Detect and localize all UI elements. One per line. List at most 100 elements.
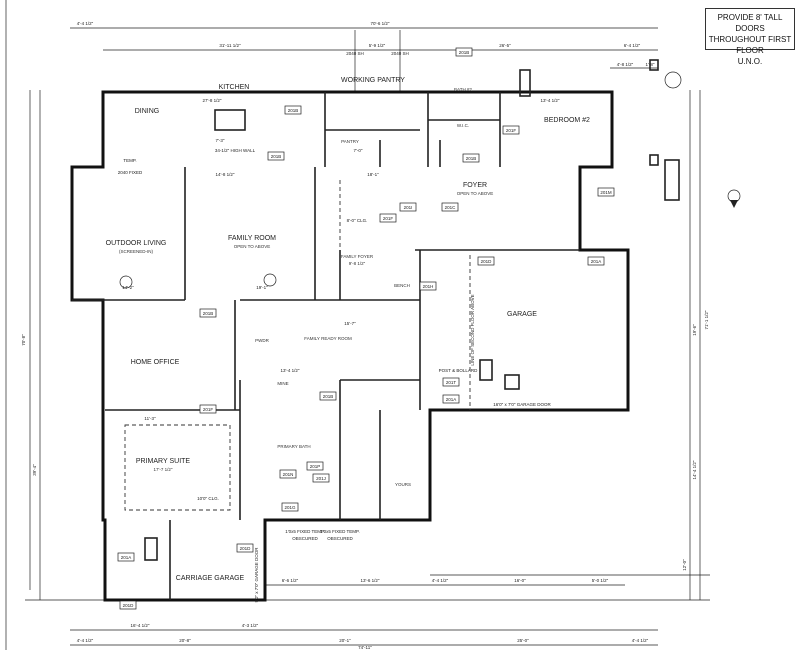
interior-walls xyxy=(72,59,680,600)
door-tag: 201B xyxy=(267,151,285,161)
door-height-note: PROVIDE 8' TALL DOORS THROUGHOUT FIRST F… xyxy=(705,8,795,66)
svg-text:201G: 201G xyxy=(284,505,296,510)
dim-text: 26'-5" xyxy=(499,43,511,48)
dim-text: 4'-4 1/2" xyxy=(77,638,94,643)
door-tag: 201D xyxy=(477,256,495,266)
dim-text: 5'-9 1/2" xyxy=(369,43,386,48)
dim-text: 4'-8 1/2" xyxy=(617,62,634,67)
dim-text: 16'-0" xyxy=(514,578,526,583)
dashed-lines xyxy=(124,180,471,511)
svg-text:201F: 201F xyxy=(506,128,517,133)
section-marker-icon xyxy=(119,275,133,289)
dim-text: 6'-6 1/2" xyxy=(282,578,299,583)
room-labels: DINING KITCHEN WORKING PANTRY PANTRY BAT… xyxy=(106,77,590,582)
door-tag: 201B xyxy=(199,308,217,318)
door-tag: 201B xyxy=(462,153,480,163)
dim-text: 13'-4 1/2" xyxy=(541,98,560,103)
door-tag: 201A xyxy=(117,552,135,562)
ceiling-note: 10'0" CLG. xyxy=(197,496,219,501)
note-line: THROUGHOUT FIRST FLOOR xyxy=(708,35,792,55)
svg-text:201B: 201B xyxy=(323,394,334,399)
dim-text: 71'-1 1/2" xyxy=(704,310,709,329)
door-tag: 201A xyxy=(587,256,605,266)
door-tag: 201B xyxy=(455,47,473,57)
room-dining: DINING xyxy=(135,108,160,115)
post-bollard-note: POST & BOLLARD xyxy=(439,368,478,373)
svg-text:201D: 201D xyxy=(123,603,135,608)
svg-text:201B: 201B xyxy=(466,156,477,161)
dim-text: 4'-3 1/2" xyxy=(242,623,259,628)
svg-text:201F: 201F xyxy=(203,407,214,412)
dim-text: 39'-4" xyxy=(32,464,37,476)
room-primary-suite: PRIMARY SUITE xyxy=(136,458,191,465)
svg-text:201B: 201B xyxy=(271,154,282,159)
door-tag: 201J xyxy=(312,473,330,483)
door-tag: 201F xyxy=(199,404,217,414)
dim-text: 5'-0 1/2" xyxy=(592,578,609,583)
dim-text: 14'-8 1/2" xyxy=(216,172,235,177)
note-line: PROVIDE 8' TALL DOORS xyxy=(717,13,783,33)
section-markers xyxy=(119,71,741,289)
svg-text:201D: 201D xyxy=(240,546,252,551)
room-carriage-garage: CARRIAGE GARAGE xyxy=(176,575,245,582)
door-tags: 201B 201B 201B 201F 201B 201I 201C 201D … xyxy=(117,47,615,610)
dim-text: 20'-8" xyxy=(179,638,191,643)
dim-text: 11'-3" xyxy=(144,416,156,421)
bench-label: BENCH xyxy=(394,283,410,288)
svg-text:201N: 201N xyxy=(283,472,294,477)
section-marker-icon xyxy=(727,189,741,203)
temp-note: TEMP. xyxy=(123,158,136,163)
dim-text: 70'-8" xyxy=(21,334,26,346)
svg-text:201J: 201J xyxy=(316,476,326,481)
room-mine-closet: MINE xyxy=(277,381,288,386)
svg-text:201B: 201B xyxy=(203,311,214,316)
second-floor-line-note: LINE OF SECOND FLOOR ABOVE xyxy=(470,294,475,365)
dim-text: 1'-8" xyxy=(646,62,655,67)
door-tag: 201C xyxy=(441,202,459,212)
section-marker-icon xyxy=(664,71,682,89)
svg-text:201A: 201A xyxy=(446,397,457,402)
svg-text:201H: 201H xyxy=(423,284,434,289)
dim-text: 31'-11 1/2" xyxy=(219,43,241,48)
foyer-subtitle: OPEN TO ABOVE xyxy=(457,191,494,196)
section-marker-icon xyxy=(263,273,277,287)
dim-text: 19'-6" xyxy=(692,324,697,336)
window-note: 2040 SH xyxy=(346,51,364,56)
door-tag: 201D xyxy=(236,543,254,553)
svg-text:201B: 201B xyxy=(288,108,299,113)
door-tag: 201T xyxy=(442,377,460,387)
dim-text: 74'-11" xyxy=(358,645,372,650)
high-wall-note: 34-1/2" HIGH WALL xyxy=(215,148,256,153)
door-tag: 201I xyxy=(399,202,417,212)
dim-text: 19'-1" xyxy=(256,285,268,290)
garage-door-note: 16'0" x 7'0" GARAGE DOOR xyxy=(493,402,551,407)
room-bedroom2: BEDROOM #2 xyxy=(544,117,590,124)
svg-text:201I: 201I xyxy=(404,205,413,210)
dimension-labels: 4'-4 1/2" 70'-6 1/2" 31'-11 1/2" 5'-9 1/… xyxy=(21,21,709,650)
dim-text: 7'-0" xyxy=(354,148,363,153)
svg-text:201P: 201P xyxy=(310,464,321,469)
svg-text:201M: 201M xyxy=(600,190,612,195)
room-primary-bath: PRIMARY BATH xyxy=(277,444,310,449)
svg-text:201T: 201T xyxy=(446,380,457,385)
dim-text: 4'-4 1/2" xyxy=(77,21,94,26)
door-tag: 201A xyxy=(442,394,460,404)
svg-text:201F: 201F xyxy=(383,216,394,221)
room-wic: W.I.C. xyxy=(457,123,469,128)
room-pantry: PANTRY xyxy=(341,139,359,144)
room-kitchen: KITCHEN xyxy=(219,84,250,91)
room-pwdr: PWDR xyxy=(255,338,269,343)
primary-suite-dim: 17'-7 1/2" xyxy=(154,467,173,472)
dim-text: 25'-0" xyxy=(517,638,529,643)
svg-text:201A: 201A xyxy=(591,259,602,264)
dim-text: 12'-0" xyxy=(682,559,687,571)
ceiling-note: 8'-0" CLG. xyxy=(347,218,368,223)
dim-text: 18'-1" xyxy=(367,172,379,177)
svg-text:201B: 201B xyxy=(459,50,470,55)
door-tag: 201G xyxy=(281,502,299,512)
door-tag: 201N xyxy=(279,469,297,479)
dim-text: 70'-6 1/2" xyxy=(371,21,390,26)
annotations: 34-1/2" HIGH WALL LINE OF SECOND FLOOR A… xyxy=(118,51,552,602)
dim-text: 13'-6 1/2" xyxy=(361,578,380,583)
